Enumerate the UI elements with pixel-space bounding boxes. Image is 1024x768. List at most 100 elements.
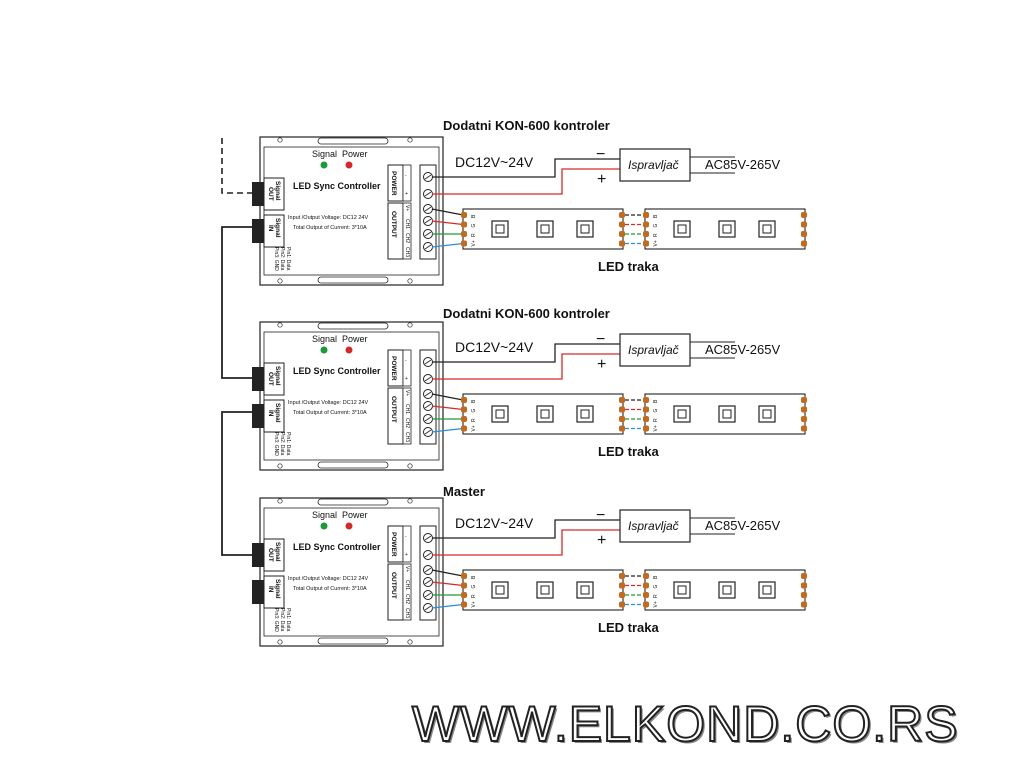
pin-note: Pin2: Data [279,432,285,456]
strip-pin-label: B [653,575,659,579]
terminal-slot [424,403,432,409]
strip-pin-label: R [471,418,477,422]
solder-pad-icon [619,582,625,589]
output-pin-label: V+ [404,205,410,211]
strip-label: LED traka [598,259,659,274]
led-chip-core [495,409,505,419]
solder-pad-icon [461,416,467,422]
solder-pad-icon [643,573,649,579]
pin-note: Pin2: Data [279,247,285,271]
power-pin-minus: - [405,358,407,364]
power-led-label: Power [342,149,368,159]
output-wire [431,242,464,248]
solder-pad-icon [643,221,649,228]
rectifier-box [619,509,691,543]
plus-sign: + [597,356,606,373]
spec-voltage: Input /Output Voltage: DC12 24V [288,576,368,582]
terminal-slot [424,359,432,365]
output-pin-strip [402,563,412,621]
output-pin-label: CH2 [404,594,410,604]
strip-pin-label: V+ [653,425,659,431]
power-pin-plus: + [405,376,408,382]
signal-out-plug [252,182,264,206]
led-chip-icon [536,220,554,238]
strip-pin-label: B [471,399,477,403]
power-led-label: Power [342,334,368,344]
dc-voltage-label: DC12V~24V [455,339,534,355]
output-wire [431,393,464,401]
signal-in-label: Signal [274,403,281,423]
output-wire [431,427,464,433]
terminal-slot [424,244,432,250]
solder-pad-icon [461,573,467,579]
output-wire [431,208,464,216]
screw-icon [277,322,283,328]
signal-out-plug [252,367,264,391]
power-block-label: POWER [390,171,397,196]
strip-pin-label: G [653,585,659,589]
led-chip-core [762,585,772,595]
screw-icon [277,463,283,469]
output-pin-label: CH2 [404,418,410,428]
solder-pad-icon [461,231,467,237]
spec-current: Total Output of Current: 3*10A [293,586,367,592]
output-wire [431,220,464,226]
output-wire [431,405,464,411]
output-pin-label: V+ [404,390,410,396]
signal-in-label: Signal [274,579,281,599]
led-chip-icon [758,581,776,599]
dc-voltage-label: DC12V~24V [455,154,534,170]
led-chip-core [677,224,687,234]
bottom-slot [317,461,389,469]
led-chip-icon [718,220,736,238]
strip-label: LED traka [598,444,659,459]
screw-icon [407,639,413,645]
led-chip-core [677,585,687,595]
strip-pin-label: V+ [653,601,659,607]
solder-pad-icon [801,416,807,422]
strip-pin-label: V+ [653,240,659,246]
led-chip-core [540,224,550,234]
solder-pad-icon [801,425,807,432]
led-chip-icon [576,581,594,599]
terminal-slot [424,552,432,558]
terminal-slot [424,567,432,573]
plus-sign: + [597,171,606,188]
solder-pad-icon [461,406,467,413]
signal-chain [221,138,252,556]
terminal-slot [424,592,432,598]
rectifier-box [619,148,691,182]
pin-note: Pin3: GND [273,247,279,271]
solder-pad-icon [643,240,649,247]
led-chip-core [762,409,772,419]
output-pin-label: CH3 [404,608,410,618]
led-chip-icon [576,220,594,238]
signal-out-label: OUT [267,548,274,562]
strip-pin-label: G [653,409,659,413]
controller-name: LED Sync Controller [293,542,381,552]
led-chip-core [722,585,732,595]
terminal-slot [424,605,432,611]
output-pin-label: CH3 [404,247,410,257]
led-chip-icon [673,581,691,599]
strip-pin-label: R [471,594,477,598]
controller-body [259,136,444,286]
led-chip-icon [536,581,554,599]
signal-out-label: OUT [267,187,274,201]
signal-chain-wire [221,411,252,556]
solder-pad-icon [461,582,467,589]
strip-pin-label: G [653,224,659,228]
solder-pad-icon [461,221,467,228]
terminal-slot [424,174,432,180]
controller-body [259,497,444,647]
output-pin-strip [402,387,412,445]
solder-pad-icon [643,582,649,589]
signal-led-label: Signal [312,510,337,520]
screw-icon [407,137,413,143]
power-pin-strip [402,164,412,202]
solder-pad-icon [619,425,625,432]
led-chip-core [677,409,687,419]
